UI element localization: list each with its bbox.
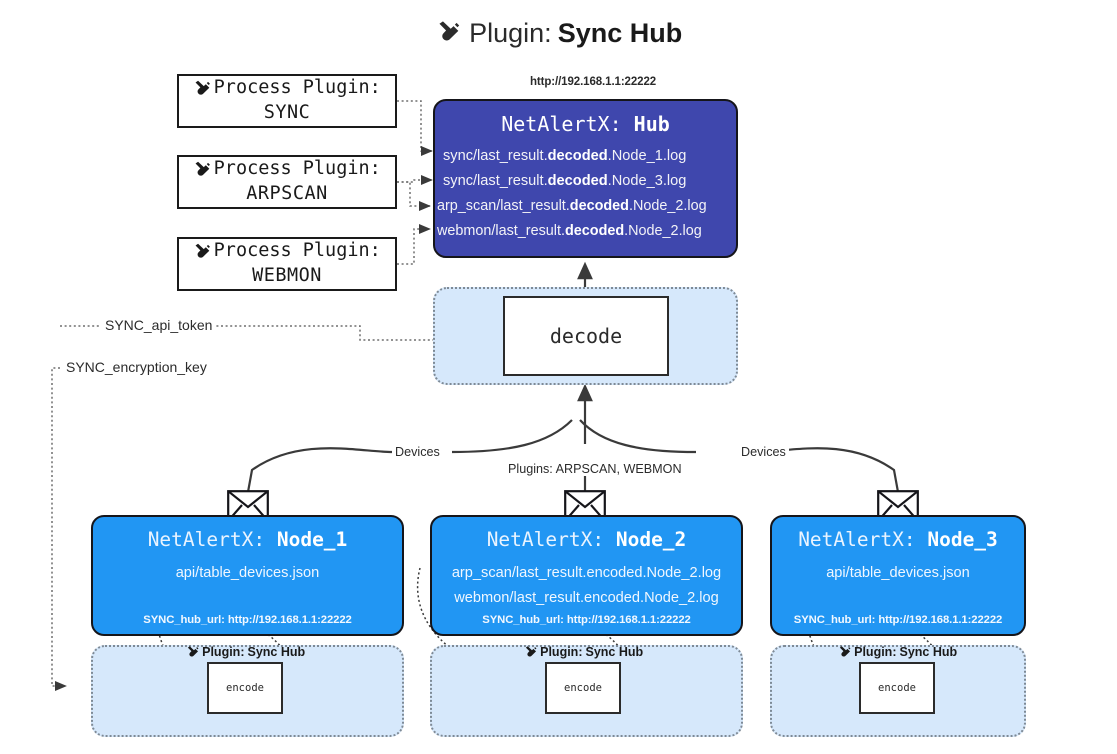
node-title: NetAlertX: Node_3 (798, 528, 998, 551)
process-plugin-sync-label: Process Plugin: (213, 77, 381, 99)
plugin-caption-prefix: Plugin: (202, 645, 245, 659)
plugin-caption-name: Sync Hub (247, 645, 306, 659)
page-title: Plugin: Sync Hub (0, 18, 1117, 49)
node-box-node-2[interactable]: NetAlertX: Node_2 arp_scan/last_result.e… (430, 515, 743, 636)
edge-label-devices-left: Devices (392, 445, 443, 459)
node-footer: SYNC_hub_url: http://192.168.1.1:22222 (143, 614, 352, 626)
node-box-node-3[interactable]: NetAlertX: Node_3 api/table_devices.json… (770, 515, 1026, 636)
node-footer: SYNC_hub_url: http://192.168.1.1:22222 (482, 614, 691, 626)
hub-title: NetAlertX: Hub (435, 112, 736, 136)
node-line: api/table_devices.json (826, 565, 970, 581)
node-title: NetAlertX: Node_1 (147, 528, 348, 551)
title-name: Sync Hub (557, 18, 683, 48)
process-plugin-arpscan[interactable]: Process Plugin: ARPSCAN (177, 155, 397, 209)
node-line: arp_scan/last_result.encoded.Node_2.log (451, 565, 722, 581)
edge-label-devices-right: Devices (738, 445, 789, 459)
title-prefix: Plugin: (469, 18, 552, 48)
plugin-caption-node-1: Plugin: Sync Hub (186, 645, 305, 659)
encode-label: encode (226, 682, 264, 694)
decode-box[interactable]: decode (503, 296, 669, 376)
plug-icon (193, 160, 212, 179)
hub-log-row: arp_scan/last_result.decoded.Node_2.log (437, 198, 707, 214)
hub-box[interactable]: NetAlertX: Hub sync/last_result.decoded.… (433, 99, 738, 258)
edge-label-plugins-center: Plugins: ARPSCAN, WEBMON (505, 462, 685, 476)
plug-icon (435, 19, 463, 47)
node-line: api/table_devices.json (175, 565, 320, 581)
process-plugin-sync-header: Process Plugin: (193, 76, 381, 101)
plug-icon (524, 645, 537, 658)
node-line: webmon/last_result.encoded.Node_2.log (454, 590, 719, 606)
process-plugin-arpscan-name: ARPSCAN (246, 183, 328, 204)
node-lines: api/table_devices.json (93, 561, 402, 586)
encode-box-node-3[interactable]: encode (859, 662, 935, 714)
plug-icon (193, 242, 212, 261)
process-plugin-webmon-name: WEBMON (252, 265, 322, 286)
plug-icon (838, 645, 851, 658)
sync-encryption-key-label: SYNC_encryption_key (62, 359, 211, 375)
process-plugin-sync[interactable]: Process Plugin: SYNC (177, 74, 397, 128)
encode-box-node-1[interactable]: encode (207, 662, 283, 714)
encode-label: encode (564, 682, 602, 694)
plugin-caption-node-3: Plugin: Sync Hub (838, 645, 957, 659)
node-lines: api/table_devices.json (772, 561, 1024, 586)
process-plugin-arpscan-label: Process Plugin: (213, 158, 381, 180)
encode-box-node-2[interactable]: encode (545, 662, 621, 714)
sync-api-token-label: SYNC_api_token (101, 317, 217, 333)
node-footer: SYNC_hub_url: http://192.168.1.1:22222 (793, 614, 1003, 626)
hub-log-list: sync/last_result.decoded.Node_1.log sync… (435, 144, 736, 244)
hub-title-prefix: NetAlertX: (501, 112, 622, 136)
node-box-node-1[interactable]: NetAlertX: Node_1 api/table_devices.json… (91, 515, 404, 636)
hub-url-label: http://192.168.1.1:22222 (529, 76, 657, 88)
plugin-caption-name: Sync Hub (585, 645, 644, 659)
plugin-caption-prefix: Plugin: (540, 645, 583, 659)
plugin-caption-name: Sync Hub (899, 645, 958, 659)
process-plugin-arpscan-header: Process Plugin: (193, 157, 381, 182)
hub-log-row: sync/last_result.decoded.Node_1.log (443, 148, 687, 164)
plugin-caption-prefix: Plugin: (854, 645, 897, 659)
hub-title-name: Hub (633, 112, 670, 136)
node-title: NetAlertX: Node_2 (486, 528, 687, 551)
node-lines: arp_scan/last_result.encoded.Node_2.log … (432, 561, 741, 611)
process-plugin-webmon-label: Process Plugin: (213, 240, 381, 262)
process-plugin-webmon[interactable]: Process Plugin: WEBMON (177, 237, 397, 291)
hub-log-row: sync/last_result.decoded.Node_3.log (443, 173, 687, 189)
process-plugin-sync-name: SYNC (263, 102, 311, 123)
plugin-caption-node-2: Plugin: Sync Hub (524, 645, 643, 659)
hub-log-row: webmon/last_result.decoded.Node_2.log (437, 223, 702, 239)
encode-container-node-3 (770, 645, 1026, 737)
decode-label: decode (549, 324, 623, 348)
encode-label: encode (878, 682, 916, 694)
plug-icon (193, 79, 212, 98)
process-plugin-webmon-header: Process Plugin: (193, 239, 381, 264)
plug-icon (186, 645, 199, 658)
